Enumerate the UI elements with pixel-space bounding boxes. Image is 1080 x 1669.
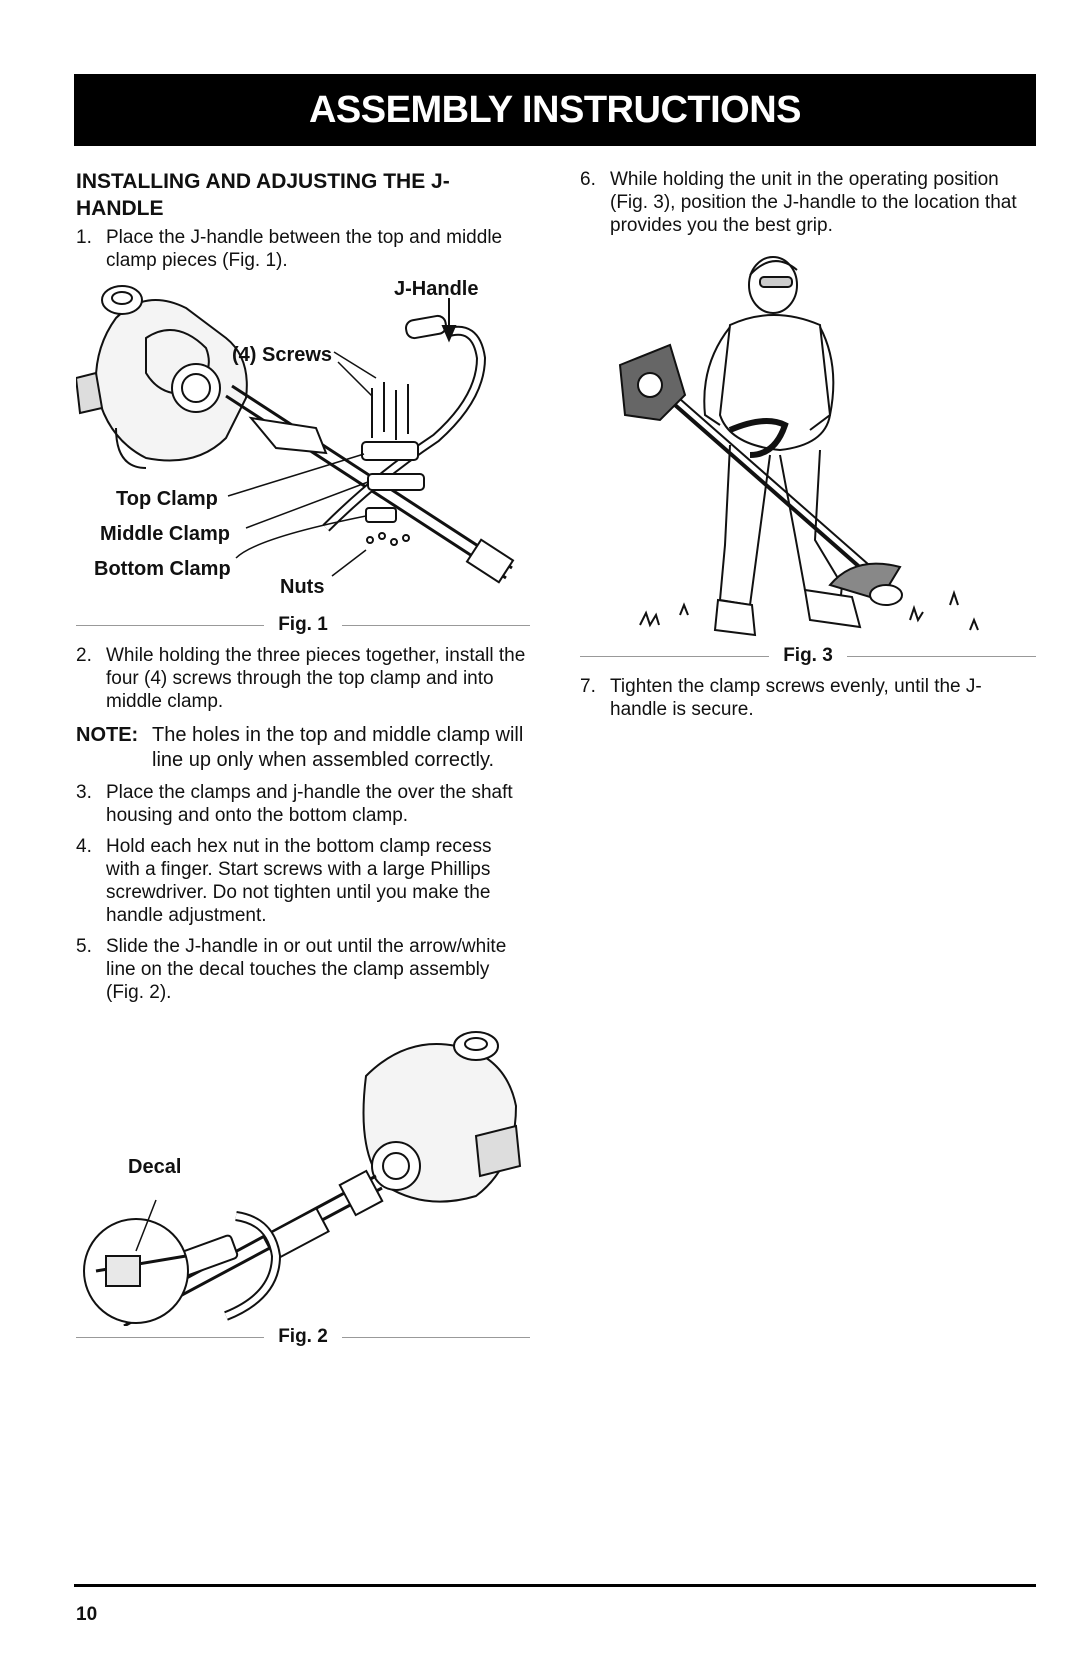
caption-rule bbox=[76, 624, 265, 626]
step-6: 6. While holding the unit in the operati… bbox=[580, 168, 1036, 237]
figure-3-caption: Fig. 3 bbox=[580, 645, 1036, 667]
label-top-clamp: Top Clamp bbox=[116, 488, 218, 510]
label-decal: Decal bbox=[128, 1156, 182, 1178]
note-text: The holes in the top and middle clamp wi… bbox=[152, 724, 524, 771]
page-number: 10 bbox=[76, 1604, 98, 1625]
step-number: 1. bbox=[76, 227, 92, 248]
footer-rule bbox=[74, 1584, 1036, 1587]
caption-rule bbox=[580, 655, 770, 657]
figure-label: Fig. 1 bbox=[278, 614, 328, 635]
caption-rule bbox=[341, 624, 530, 626]
caption-rule bbox=[76, 1336, 265, 1338]
step-number: 6. bbox=[580, 169, 596, 190]
note-label: NOTE: bbox=[76, 724, 139, 746]
right-column: 6. While holding the unit in the operati… bbox=[580, 168, 1036, 721]
label-bottom-clamp: Bottom Clamp bbox=[94, 558, 231, 580]
step-text: Slide the J-handle in or out until the a… bbox=[106, 936, 507, 1003]
step-text: While holding the three pieces together,… bbox=[106, 645, 526, 712]
page-title-banner: ASSEMBLY INSTRUCTIONS bbox=[74, 74, 1036, 146]
figure-2: Decal bbox=[76, 1016, 530, 1326]
label-nuts: Nuts bbox=[280, 576, 325, 598]
step-text: Place the J-handle between the top and m… bbox=[106, 227, 503, 271]
caption-rule bbox=[341, 1336, 530, 1338]
step-5: 5. Slide the J-handle in or out until th… bbox=[76, 935, 530, 1004]
section-heading: INSTALLING AND ADJUSTING THE J-HANDLE bbox=[76, 170, 450, 220]
step-number: 4. bbox=[76, 836, 92, 857]
step-number: 5. bbox=[76, 936, 92, 957]
operator-holding-trimmer-illustration bbox=[618, 256, 979, 637]
note: NOTE: The holes in the top and middle cl… bbox=[76, 723, 530, 773]
step-text: Place the clamps and j-handle the over t… bbox=[106, 782, 513, 826]
figure-1-caption: Fig. 1 bbox=[76, 614, 530, 636]
decal-alignment-illustration bbox=[83, 1031, 522, 1326]
label-screws: (4) Screws bbox=[232, 344, 333, 366]
figure-label: Fig. 2 bbox=[278, 1326, 328, 1347]
step-text: Hold each hex nut in the bottom clamp re… bbox=[106, 836, 492, 926]
figure-2-caption: Fig. 2 bbox=[76, 1326, 530, 1348]
step-number: 3. bbox=[76, 782, 92, 803]
label-jhandle: J-Handle bbox=[394, 278, 479, 300]
step-7: 7. Tighten the clamp screws evenly, unti… bbox=[580, 675, 1036, 721]
step-1: 1. Place the J-handle between the top an… bbox=[76, 226, 530, 272]
left-column: INSTALLING AND ADJUSTING THE J-HANDLE 1.… bbox=[76, 168, 530, 1348]
page-title: ASSEMBLY INSTRUCTIONS bbox=[308, 88, 802, 131]
step-text: Tighten the clamp screws evenly, until t… bbox=[610, 676, 982, 720]
figure-1: J-Handle (4) Screws Top Clamp Middle Cla… bbox=[76, 278, 530, 614]
step-number: 2. bbox=[76, 645, 92, 666]
figure-label: Fig. 3 bbox=[783, 645, 833, 666]
figure-3 bbox=[580, 245, 1036, 645]
step-2: 2. While holding the three pieces togeth… bbox=[76, 644, 530, 713]
step-3: 3. Place the clamps and j-handle the ove… bbox=[76, 781, 530, 827]
label-middle-clamp: Middle Clamp bbox=[100, 523, 231, 545]
step-number: 7. bbox=[580, 676, 596, 697]
jhandle-clamp-exploded-illustration bbox=[76, 285, 515, 584]
step-text: While holding the unit in the operating … bbox=[610, 169, 1017, 236]
step-4: 4. Hold each hex nut in the bottom clamp… bbox=[76, 835, 530, 927]
caption-rule bbox=[846, 655, 1036, 657]
